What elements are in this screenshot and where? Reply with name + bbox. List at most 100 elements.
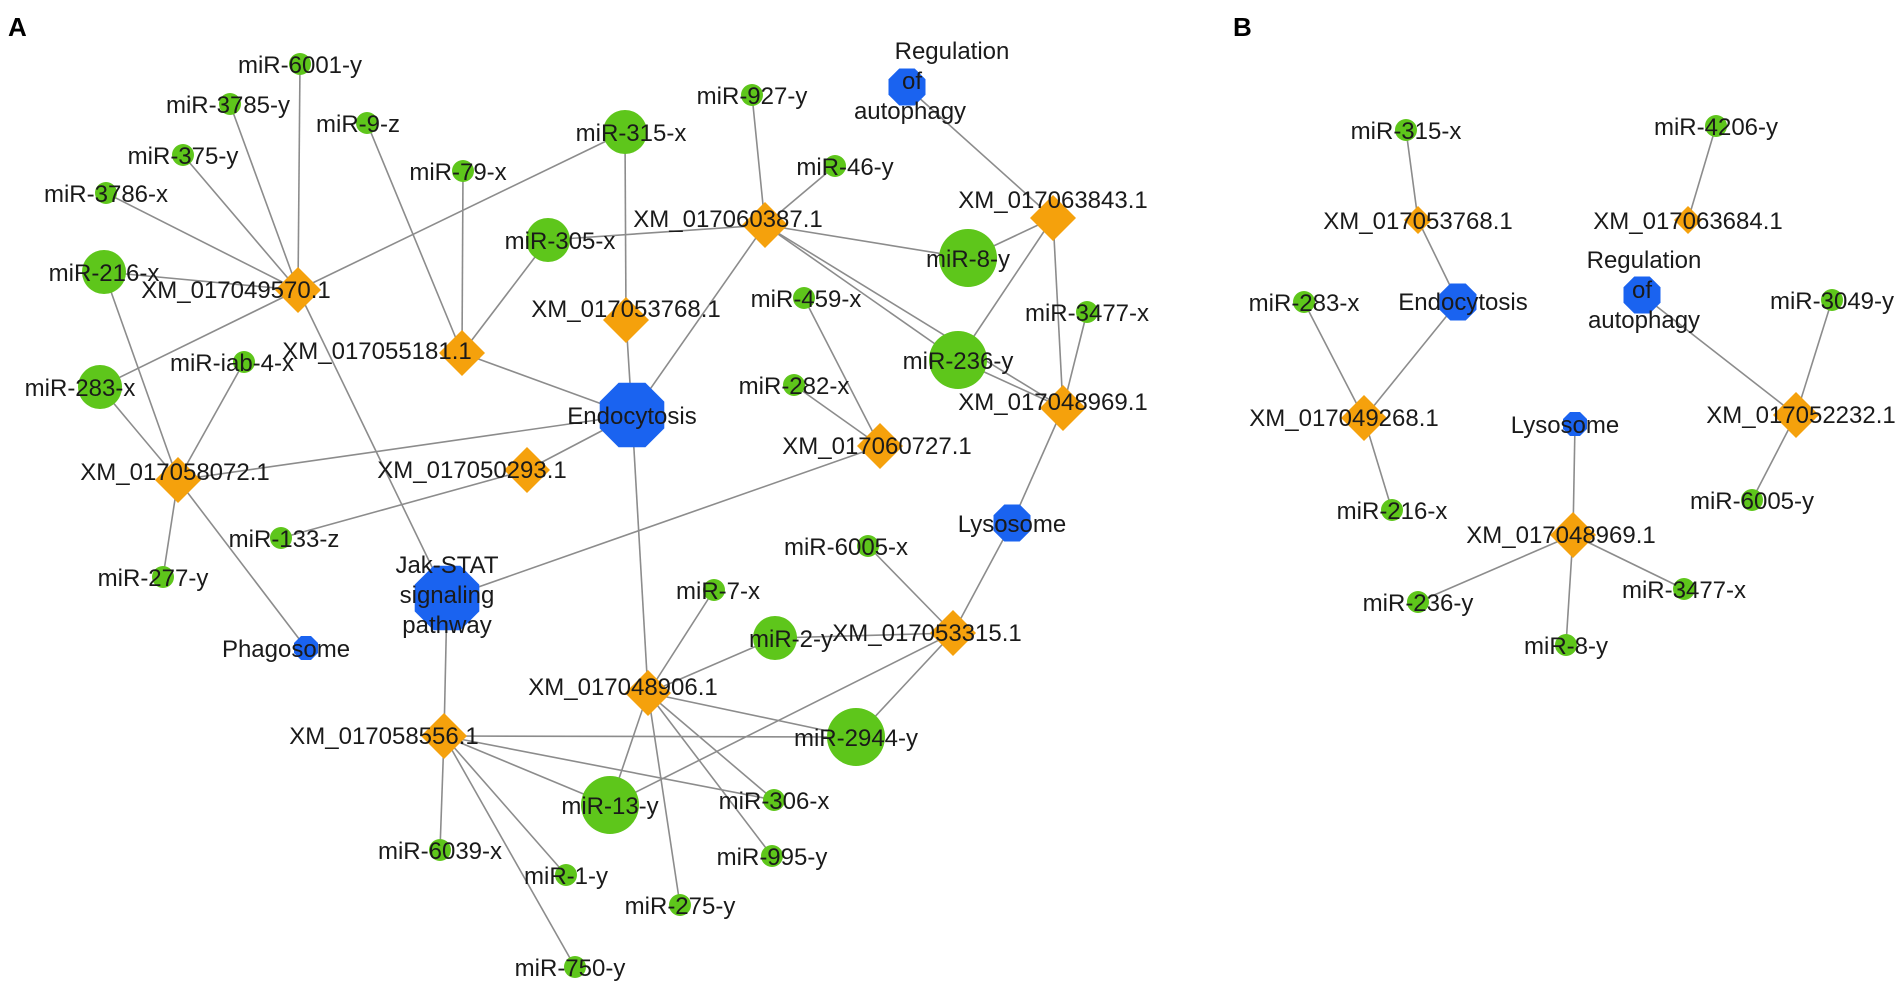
node-a-mir-306-x <box>763 789 785 811</box>
node-a-phagosome <box>294 636 318 660</box>
label-a-phagosome: Phagosome <box>222 636 350 663</box>
node-a-mir-8-y <box>939 229 997 287</box>
node-a-mir-375-y <box>172 144 194 166</box>
label-a-mir-995-y: miR-995-y <box>717 844 828 871</box>
label-b-regulation-of-autophagy-line-1: Regulation <box>1587 247 1702 274</box>
edge-b-xm-017048969-1-to-mir-236-y <box>1417 534 1574 603</box>
node-a-xm-017050293-1 <box>504 447 550 493</box>
label-a-mir-79-x: miR-79-x <box>409 159 506 186</box>
node-a-mir-2-y <box>753 616 797 660</box>
node-a-xm-017048906-1 <box>625 670 671 716</box>
node-a-mir-6039-x <box>429 839 451 861</box>
label-a-mir-8-y: miR-8-y <box>926 246 1010 273</box>
edge-a-xm-017060387-1-to-mir-8-y <box>764 224 969 259</box>
node-b-xm-017053768-1 <box>1404 206 1432 234</box>
label-a-jak-stat-signaling-pathway-line-1: Jak-STAT <box>395 552 498 579</box>
label-a-mir-927-y: miR-927-y <box>697 83 808 110</box>
edge-a-xm-017049570-1-to-mir-315-x <box>297 131 626 291</box>
node-b-mir-236-y <box>1407 591 1429 613</box>
label-a-xm-017055181-1: XM_017055181.1 <box>282 338 472 365</box>
label-a-mir-2-y: miR-2-y <box>749 626 833 653</box>
node-a-mir-iab-4-x <box>233 351 255 373</box>
label-a-mir-283-x: miR-283-x <box>25 375 136 402</box>
edge-a-xm-017058556-1-to-mir-1-y <box>443 735 567 876</box>
edge-a-xm-017058072-1-to-mir-216-x <box>103 271 179 481</box>
label-b-mir-4206-y: miR-4206-y <box>1654 114 1778 141</box>
label-a-mir-133-z: miR-133-z <box>229 526 340 553</box>
edge-a-xm-017060387-1-to-endocytosis <box>631 224 766 416</box>
node-b-mir-315-x <box>1395 119 1417 141</box>
label-a-mir-13-y: miR-13-y <box>561 793 658 820</box>
edge-b-xm-017048969-1-to-mir-3477-x <box>1572 534 1685 590</box>
node-a-mir-216-x <box>82 250 126 294</box>
label-a-mir-3786-x: miR-3786-x <box>44 181 168 208</box>
edge-a-xm-017058072-1-to-phagosome <box>177 479 307 649</box>
edge-a-xm-017048906-1-to-mir-7-x <box>647 589 715 694</box>
label-a-xm-017058556-1: XM_017058556.1 <box>289 723 479 750</box>
label-a-jak-stat-signaling-pathway-line-2: signaling <box>400 582 495 609</box>
label-b-lysosome: Lysosome <box>1511 412 1620 439</box>
edge-a-xm-017050293-1-to-mir-133-z <box>280 469 528 539</box>
edge-a-xm-017060727-1-to-mir-459-x <box>803 297 881 447</box>
node-a-mir-305-x <box>526 218 570 262</box>
label-a-mir-3785-y: miR-3785-y <box>166 92 290 119</box>
edge-a-xm-017053315-1-to-lysosome <box>952 522 1013 634</box>
label-b-xm-017049268-1: XM_017049268.1 <box>1249 405 1439 432</box>
edge-a-xm-017055181-1-to-mir-305-x <box>461 239 549 354</box>
label-a-mir-6005-x: miR-6005-x <box>784 534 908 561</box>
node-b-lysosome <box>1563 412 1587 436</box>
edge-a-xm-017048906-1-to-endocytosis <box>631 414 649 694</box>
label-a-mir-6001-y: miR-6001-y <box>238 52 362 79</box>
label-a-mir-2944-y: miR-2944-y <box>794 725 918 752</box>
node-b-mir-216-x <box>1381 499 1403 521</box>
node-a-mir-995-y <box>761 845 783 867</box>
label-a-mir-282-x: miR-282-x <box>739 373 850 400</box>
edge-b-xm-017052232-1-to-regulation-of-autophagy <box>1641 294 1797 416</box>
edge-a-xm-017055181-1-to-mir-9-z <box>366 122 463 354</box>
label-b-mir-283-x: miR-283-x <box>1249 290 1360 317</box>
node-b-mir-6005-y <box>1741 489 1763 511</box>
label-a-mir-375-y: miR-375-y <box>128 143 239 170</box>
label-b-mir-3477-x: miR-3477-x <box>1622 577 1746 604</box>
node-b-xm-017052232-1 <box>1773 392 1819 438</box>
label-a-mir-236-y: miR-236-y <box>903 348 1014 375</box>
node-a-mir-275-y <box>669 894 691 916</box>
label-a-xm-017050293-1: XM_017050293.1 <box>377 457 567 484</box>
node-a-xm-017058072-1 <box>155 457 201 503</box>
label-a-mir-750-y: miR-750-y <box>515 955 626 982</box>
node-a-mir-3786-x <box>95 182 117 204</box>
label-a-xm-017048906-1: XM_017048906.1 <box>528 674 718 701</box>
node-a-mir-2944-y <box>827 708 885 766</box>
label-a-mir-306-x: miR-306-x <box>719 788 830 815</box>
label-b-mir-8-y: miR-8-y <box>1524 633 1608 660</box>
edge-a-xm-017053315-1-to-mir-2-y <box>774 632 954 639</box>
edge-a-xm-017060727-1-to-jak-stat-signaling-pathway <box>446 445 881 599</box>
node-a-mir-283-x <box>78 365 122 409</box>
label-b-mir-216-x: miR-216-x <box>1337 498 1448 525</box>
node-b-mir-283-x <box>1293 291 1315 313</box>
edge-a-xm-017053315-1-to-mir-13-y <box>609 632 954 806</box>
node-b-xm-017063684-1 <box>1674 206 1702 234</box>
label-a-xm-017058072-1: XM_017058072.1 <box>80 459 270 486</box>
edge-a-xm-017060387-1-to-mir-305-x <box>547 224 766 241</box>
label-a-mir-459-x: miR-459-x <box>751 286 862 313</box>
node-a-mir-133-z <box>270 527 292 549</box>
edge-a-xm-017048906-1-to-mir-995-y <box>647 692 773 857</box>
node-b-xm-017049268-1 <box>1341 395 1387 441</box>
label-a-lysosome: Lysosome <box>958 511 1067 538</box>
node-b-endocytosis <box>1439 283 1477 321</box>
label-b-regulation-of-autophagy-line-3: autophagy <box>1588 307 1700 334</box>
node-a-mir-1-y <box>555 864 577 886</box>
label-b-mir-6005-y: miR-6005-y <box>1690 488 1814 515</box>
edge-a-xm-017049570-1-to-mir-283-x <box>99 289 299 388</box>
node-b-regulation-of-autophagy <box>1623 276 1661 314</box>
node-a-xm-017060387-1 <box>742 202 788 248</box>
label-a-regulation-of-autophagy-line-3: autophagy <box>854 98 966 125</box>
label-a-mir-315-x: miR-315-x <box>576 120 687 147</box>
label-a-mir-7-x: miR-7-x <box>676 578 760 605</box>
label-a-xm-017053315-1: XM_017053315.1 <box>832 620 1022 647</box>
node-b-mir-8-y <box>1555 634 1577 656</box>
node-b-mir-3477-x <box>1673 578 1695 600</box>
node-b-xm-017048969-1 <box>1550 512 1596 558</box>
label-b-xm-017052232-1: XM_017052232.1 <box>1706 402 1896 429</box>
